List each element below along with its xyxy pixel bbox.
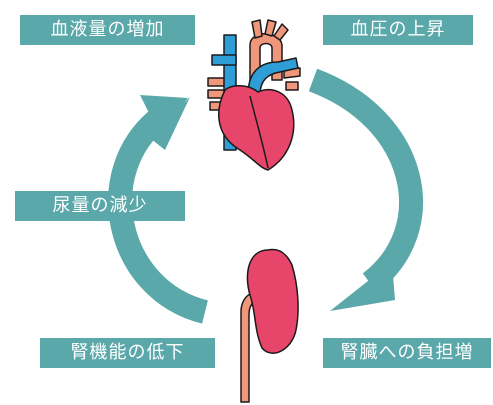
label-kidney-function-decline: 腎機能の低下	[40, 338, 215, 368]
label-kidney-burden-increase: 腎臓への負担増	[323, 338, 491, 368]
arrow-right-down	[313, 80, 411, 311]
kidney-icon	[241, 250, 298, 402]
heart-icon	[208, 20, 300, 170]
label-blood-pressure-rise: 血圧の上昇	[323, 15, 473, 45]
label-blood-volume-increase: 血液量の増加	[20, 15, 195, 45]
label-urine-volume-decrease: 尿量の減少	[15, 191, 185, 221]
